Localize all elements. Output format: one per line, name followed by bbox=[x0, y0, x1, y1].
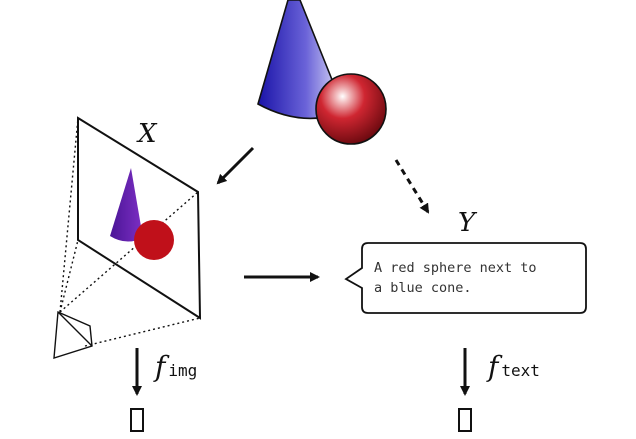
arrow-to-image bbox=[216, 146, 255, 185]
projected-sphere-icon bbox=[134, 220, 174, 260]
sphere-icon bbox=[315, 73, 387, 145]
frustum-ray-bottom bbox=[84, 317, 201, 347]
projected-cone-icon bbox=[110, 168, 143, 242]
image-embedding-box bbox=[130, 408, 144, 432]
frustum-ray-left bbox=[59, 239, 79, 313]
camera-projection bbox=[53, 117, 201, 359]
text-label: Y bbox=[458, 208, 476, 238]
caption-line-2: a blue cone. bbox=[374, 280, 472, 296]
dashed-arrow-to-caption bbox=[394, 159, 430, 214]
frustum-ray-diagonal bbox=[59, 191, 199, 313]
image-encoder-symbol: f bbox=[155, 350, 166, 383]
text-encoder-subscript: text bbox=[501, 361, 540, 380]
scene-objects bbox=[257, 0, 387, 145]
image-encoder-subscript: img bbox=[168, 361, 198, 380]
image-plane-frame bbox=[77, 116, 202, 320]
image-plane bbox=[77, 116, 202, 320]
text-embedding-box bbox=[458, 408, 472, 432]
caption-text: A red sphere next to a blue cone. bbox=[374, 258, 584, 298]
text-encoder-symbol: f bbox=[488, 350, 499, 383]
image-label: X bbox=[138, 119, 157, 149]
frustum-ray-top bbox=[59, 117, 79, 313]
camera-icon bbox=[53, 310, 93, 359]
caption-line-1: A red sphere next to bbox=[374, 260, 537, 276]
speech-bubble-icon bbox=[344, 242, 587, 314]
